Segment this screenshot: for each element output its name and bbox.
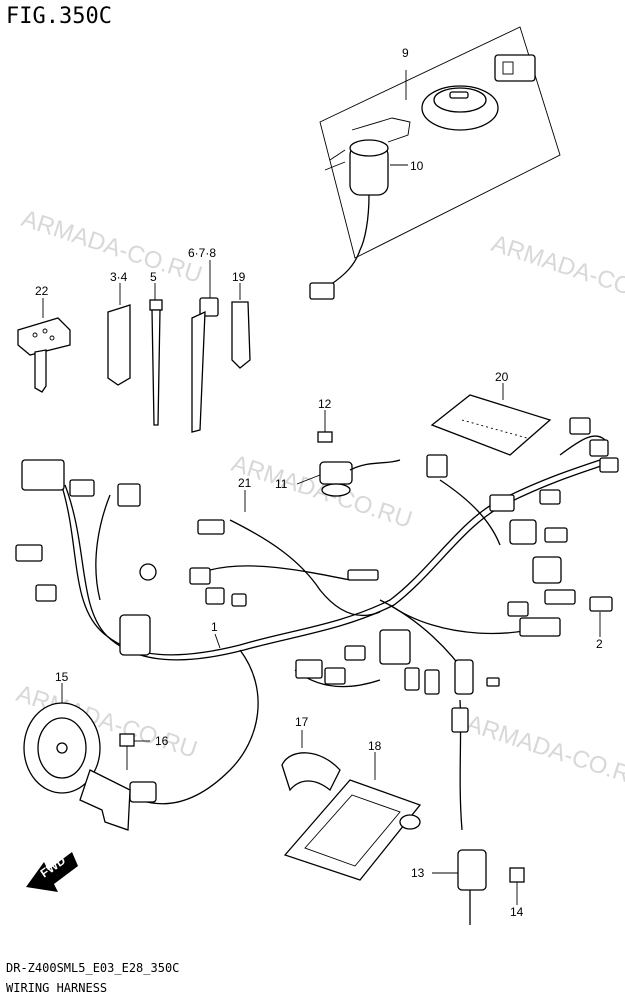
- connector: [21, 459, 65, 491]
- connector: [599, 457, 619, 473]
- bolt-14: [509, 867, 525, 883]
- sensor-13: [457, 849, 487, 891]
- watermark: ARMADA-CO.RU: [463, 710, 625, 794]
- bolt-16: [119, 733, 135, 747]
- ignition-plug: [309, 282, 335, 300]
- connector: [119, 614, 151, 656]
- callout-18: 18: [368, 739, 382, 753]
- connector: [544, 527, 568, 543]
- callout-3-4: 3·4: [110, 270, 128, 284]
- callout-19: 19: [232, 270, 246, 284]
- clamp-3-4: [107, 304, 131, 386]
- cover-17: [281, 752, 341, 792]
- clamp-19: [231, 301, 251, 369]
- part-9-frame: [319, 26, 561, 259]
- connector: [35, 584, 57, 602]
- connector: [451, 707, 469, 733]
- callout-10: 10: [410, 159, 424, 173]
- watermark: ARMADA-CO.RU: [488, 230, 625, 314]
- covers: [281, 730, 422, 881]
- connector: [129, 781, 157, 803]
- callout-13: 13: [411, 866, 425, 880]
- callout-20: 20: [495, 370, 509, 384]
- connector: [205, 587, 225, 605]
- connector: [139, 563, 157, 581]
- connector: [507, 601, 529, 617]
- connector: [197, 519, 225, 535]
- pad-20: [430, 394, 552, 456]
- part-9-connector: [494, 54, 536, 82]
- bolt-part-16: [119, 733, 150, 770]
- connector: [532, 556, 562, 584]
- connector: [15, 544, 43, 562]
- callout-14: 14: [510, 905, 524, 919]
- clamps-and-ties: [107, 260, 251, 433]
- key-part-22: [17, 298, 71, 393]
- connector: [424, 669, 440, 695]
- connector: [324, 667, 346, 685]
- sensor-part-13: [432, 849, 525, 925]
- relay-11: [319, 461, 353, 485]
- connector: [426, 454, 448, 478]
- footer-code: DR-Z400SML5_E03_E28_350C: [6, 961, 179, 975]
- callout-1: 1: [211, 620, 218, 634]
- connector: [454, 659, 474, 695]
- forward-arrow-icon: FWD: [26, 852, 78, 892]
- footer-name: WIRING HARNESS: [6, 981, 107, 995]
- callout-12: 12: [318, 397, 332, 411]
- callout-5: 5: [150, 270, 157, 284]
- callout-15: 15: [55, 670, 69, 684]
- page-title: FIG.350C: [6, 4, 112, 29]
- cover-18: [283, 779, 422, 881]
- connector: [544, 589, 576, 605]
- cable-tie-5: [151, 309, 161, 426]
- callout-2: 2: [596, 637, 603, 651]
- callout-9: 9: [402, 46, 409, 60]
- callout-16: 16: [155, 734, 169, 748]
- callout-11: 11: [275, 477, 288, 491]
- callout-21: 21: [238, 476, 252, 490]
- pad-part-20: [430, 383, 552, 456]
- connector: [486, 677, 500, 687]
- callouts: 1 2 3·4 5 6·7·8 9 10 11 12 13 14 15 16 1…: [35, 46, 603, 919]
- connector: [489, 494, 515, 512]
- connector: [347, 569, 379, 581]
- fuse-part-2: [589, 596, 613, 612]
- connector: [117, 483, 141, 507]
- connector: [519, 617, 561, 637]
- connector: [589, 439, 609, 457]
- connector: [344, 645, 366, 661]
- callout-22: 22: [35, 284, 49, 298]
- main-harness: [15, 417, 619, 831]
- connector: [295, 659, 323, 679]
- ignition-switch-set: [309, 26, 561, 300]
- bolt-12: [317, 431, 333, 443]
- connector: [69, 479, 95, 497]
- connector: [404, 667, 420, 691]
- horn-part-15: [23, 683, 131, 831]
- callout-6-7-8: 6·7·8: [188, 246, 216, 260]
- connector: [569, 417, 591, 435]
- connector: [189, 567, 211, 585]
- connector: [539, 489, 561, 505]
- relay-part-11: [296, 410, 401, 497]
- cable-tie-6-7-8: [191, 310, 206, 433]
- connector: [509, 519, 537, 545]
- connector: [231, 593, 247, 607]
- connector: [379, 629, 411, 665]
- callout-17: 17: [295, 715, 309, 729]
